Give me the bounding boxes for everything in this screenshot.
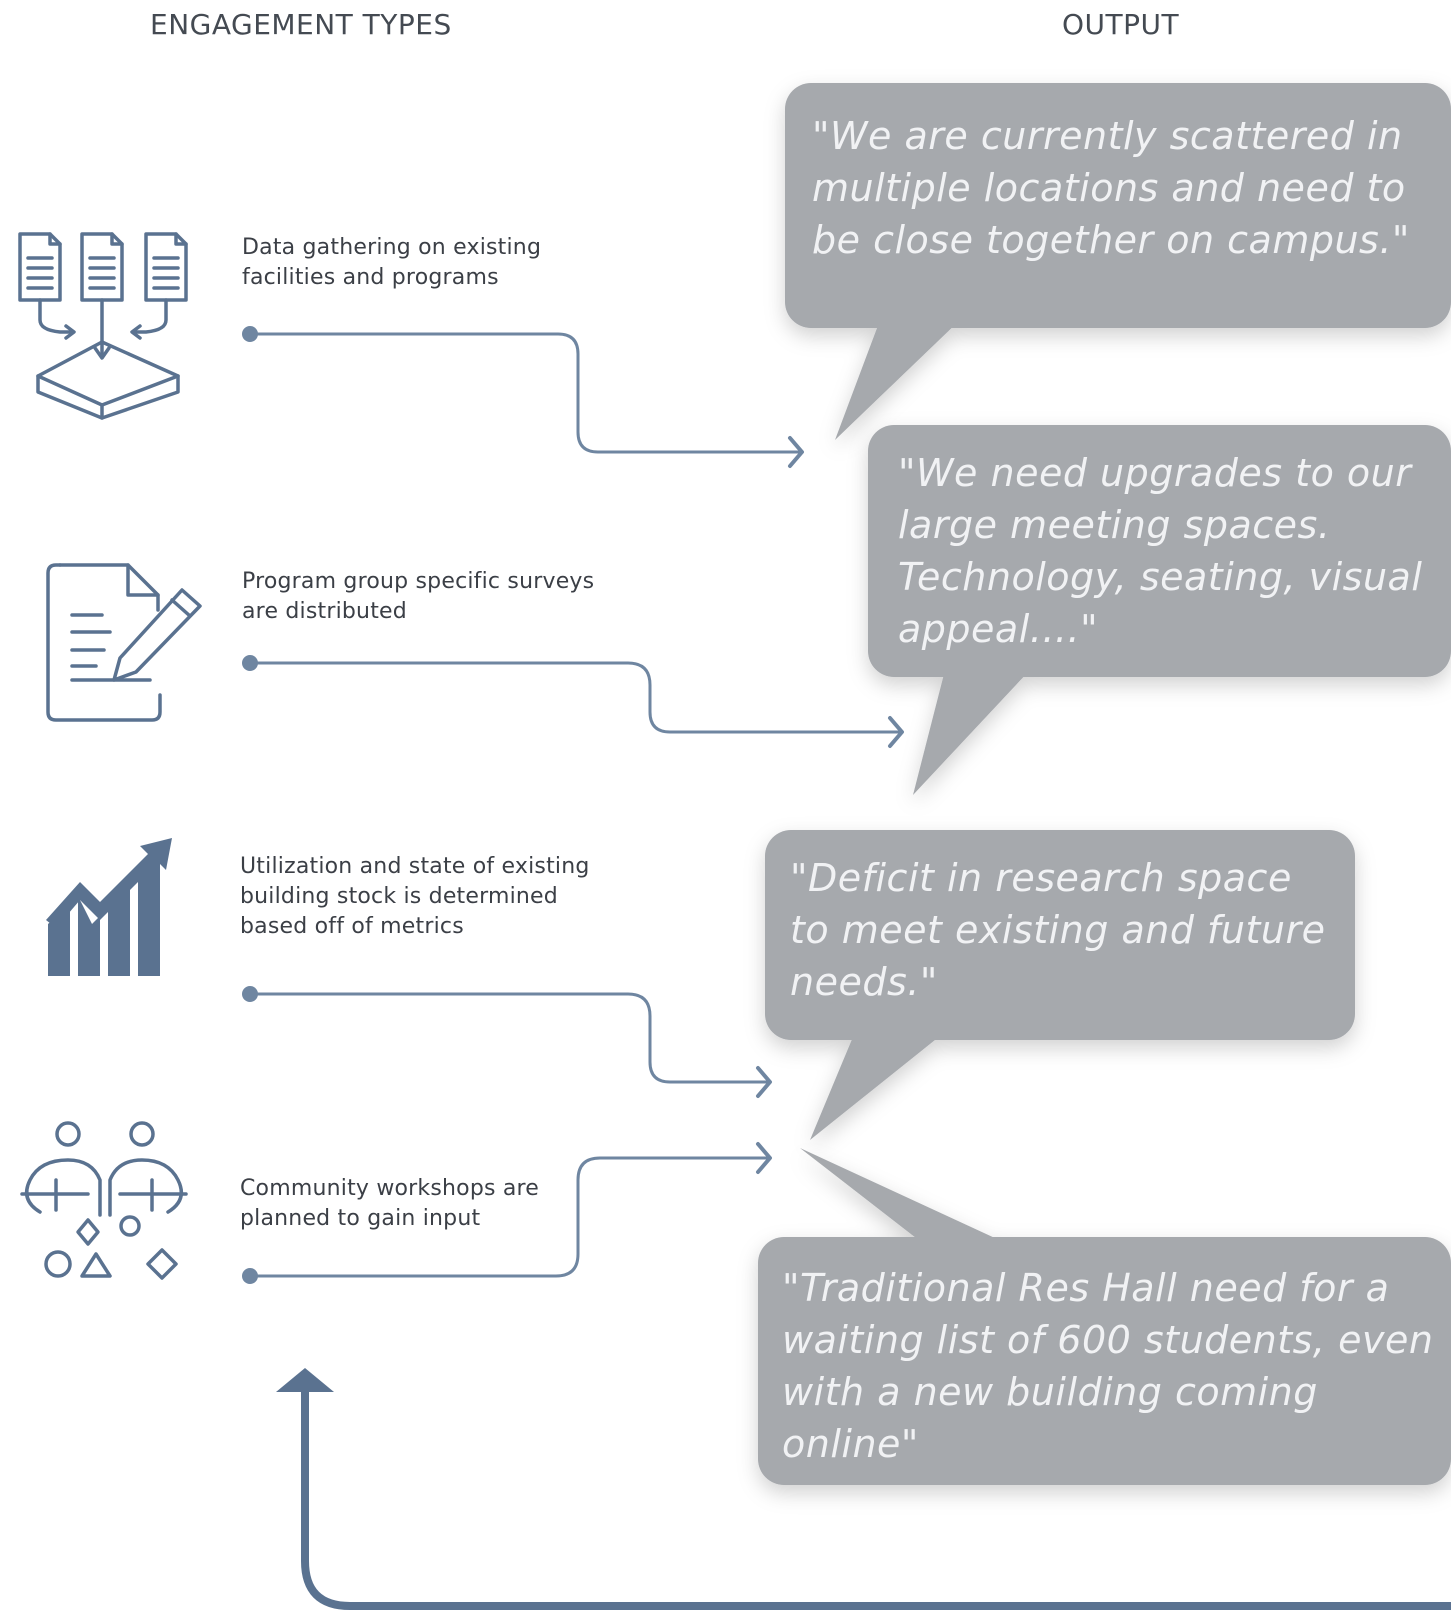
survey-form-pencil-icon: [46, 563, 202, 722]
output-quote-1: "We are currently scattered in multiple …: [812, 114, 1410, 262]
documents-into-box-icon: [18, 232, 188, 420]
speech-bubble-3: [765, 830, 1355, 1140]
bar-chart-trend-up-icon: [46, 838, 172, 976]
engagement-types-header: ENGAGEMENT TYPES: [150, 8, 452, 41]
speech-bubble-2: [868, 425, 1451, 795]
speech-bubble-4: [758, 1148, 1451, 1485]
engagement-label-surveys: Program group specific surveys are distr…: [242, 569, 595, 624]
feedback-loop-arrow: [276, 1368, 1451, 1610]
connector-4: [242, 1142, 772, 1284]
connector-2: [242, 655, 904, 748]
output-quote-2: "We need upgrades to our large meeting s…: [898, 451, 1423, 651]
community-workshop-people-icon: [20, 1121, 188, 1280]
output-header: OUTPUT: [1062, 8, 1180, 41]
connector-1: [242, 326, 804, 468]
connector-3: [242, 986, 772, 1098]
engagement-label-utilization: Utilization and state of existing buildi…: [240, 854, 590, 939]
engagement-label-workshops: Community workshops are planned to gain …: [240, 1176, 540, 1231]
output-quote-3: "Deficit in research space to meet exist…: [790, 856, 1326, 1004]
output-quote-4: "Traditional Res Hall need for a waiting…: [782, 1266, 1434, 1466]
speech-bubble-1: [785, 83, 1451, 440]
engagement-label-data-gathering: Data gathering on existing facilities an…: [242, 235, 542, 290]
